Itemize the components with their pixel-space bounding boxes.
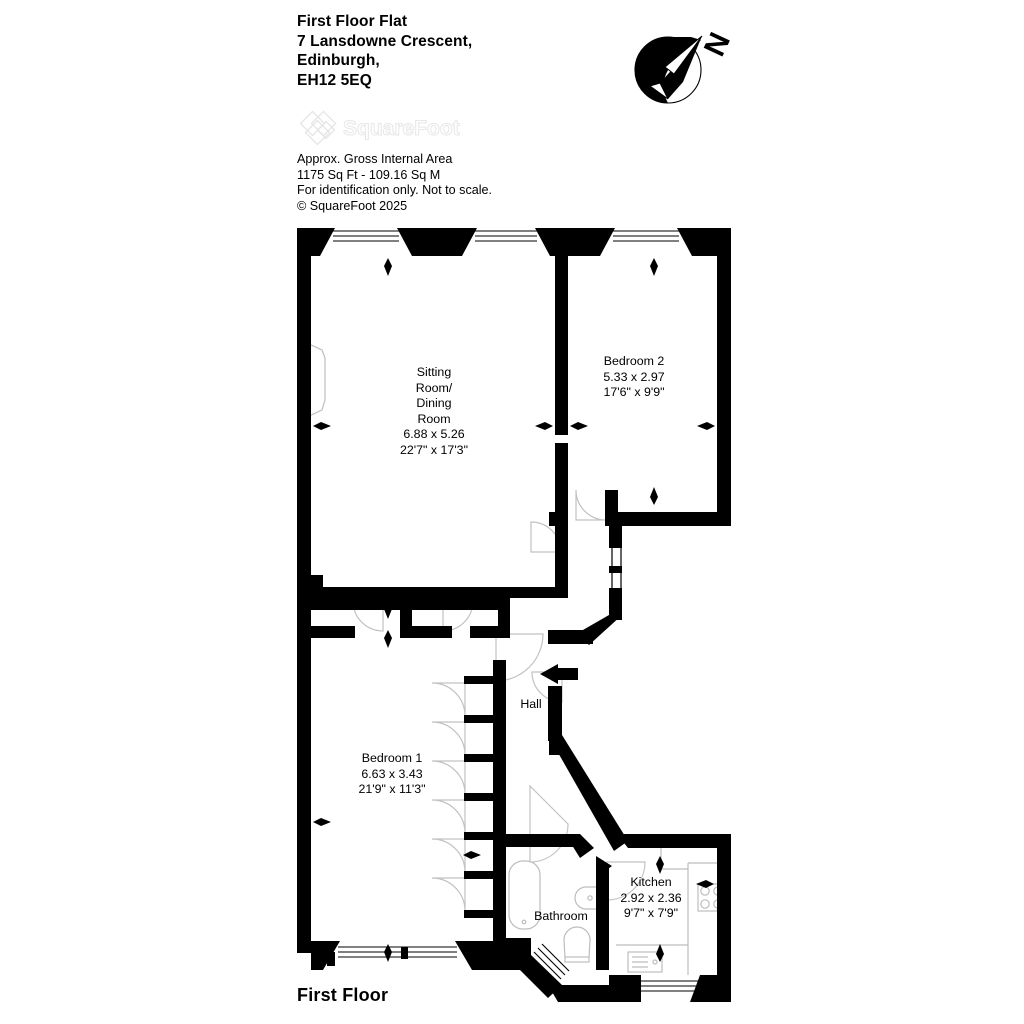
brand-name: SquareFoot bbox=[343, 117, 460, 140]
bed1-metric: 6.63 x 3.43 bbox=[361, 766, 423, 781]
toilet-icon bbox=[563, 926, 591, 959]
door-arc-bathroom bbox=[529, 784, 569, 863]
room-label-bedroom-2: Bedroom 2 5.33 x 2.97 17'6" x 9'9" bbox=[574, 354, 694, 401]
area-notes-block: Approx. Gross Internal Area 1175 Sq Ft -… bbox=[297, 152, 627, 214]
note-area-values: 1175 Sq Ft - 109.16 Sq M bbox=[297, 167, 441, 182]
door-arc-cupboard-2 bbox=[431, 721, 466, 756]
note-copyright: © SquareFoot 2025 bbox=[297, 198, 408, 213]
note-disclaimer: For identification only. Not to scale. bbox=[297, 183, 493, 198]
door-arc-cupboard-5 bbox=[431, 838, 466, 873]
fireplace-recess-icon bbox=[308, 343, 326, 417]
address-line-3: Edinburgh, bbox=[297, 52, 380, 69]
diamond-lattice-icon bbox=[299, 110, 337, 146]
address-line-2: 7 Lansdowne Crescent, bbox=[297, 32, 473, 50]
address-line-4: EH12 5EQ bbox=[297, 71, 372, 89]
sitting-metric: 6.88 x 5.26 bbox=[403, 427, 465, 442]
bed2-metric: 5.33 x 2.97 bbox=[603, 369, 665, 384]
door-arc-kitchen bbox=[606, 861, 646, 901]
entrance-arrow-head bbox=[540, 664, 558, 684]
address-line-1: First Floor Flat bbox=[297, 13, 408, 30]
sitting-name-2: Room/ bbox=[415, 380, 453, 395]
bed1-name: Bedroom 1 bbox=[361, 751, 423, 765]
wall-group bbox=[297, 228, 731, 1002]
entrance-arrow-icon bbox=[555, 668, 578, 680]
sitting-name-1: Sitting bbox=[416, 365, 452, 379]
kitchen-name: Kitchen bbox=[630, 875, 672, 889]
bed1-imperial: 21'9" x 11'3" bbox=[358, 782, 426, 797]
room-label-kitchen: Kitchen 2.92 x 2.36 9'7" x 7'9" bbox=[600, 875, 702, 922]
dimension-ticks bbox=[313, 258, 715, 962]
sitting-name-4: Room bbox=[417, 411, 451, 426]
floor-caption: First Floor bbox=[297, 985, 389, 1005]
bed2-imperial: 17'6" x 9'9" bbox=[603, 385, 665, 400]
room-label-bathroom: Bathroom bbox=[512, 909, 610, 925]
compass-north-icon: N bbox=[628, 14, 736, 110]
kitchen-imperial: 9'7" x 7'9" bbox=[623, 906, 679, 921]
hall-name: Hall bbox=[520, 697, 542, 711]
sitting-imperial: 22'7" x 17'3" bbox=[400, 442, 468, 457]
bath-name: Bathroom bbox=[534, 909, 588, 923]
note-gross-area-title: Approx. Gross Internal Area bbox=[297, 152, 453, 166]
sitting-name-3: Dining bbox=[416, 396, 452, 411]
kitchen-metric: 2.92 x 2.36 bbox=[620, 890, 682, 905]
door-arc-cupboard-4 bbox=[431, 799, 466, 834]
squarefoot-logo: SquareFoot bbox=[296, 109, 496, 147]
room-label-sitting-room: Sitting Room/ Dining Room 6.88 x 5.26 22… bbox=[374, 365, 494, 459]
door-arc-cupboard-1 bbox=[431, 682, 466, 717]
door-arc-cupboard-6 bbox=[431, 877, 466, 912]
room-label-hall: Hall bbox=[500, 697, 562, 713]
bed2-name: Bedroom 2 bbox=[603, 354, 665, 368]
door-arc-bedroom2 bbox=[575, 489, 607, 521]
wash-basin-icon bbox=[574, 886, 598, 910]
door-arc-cupboard-3 bbox=[431, 760, 466, 795]
room-label-bedroom-1: Bedroom 1 6.63 x 3.43 21'9" x 11'3" bbox=[306, 751, 478, 798]
property-address-block: First Floor Flat 7 Lansdowne Crescent, E… bbox=[297, 12, 677, 90]
bath-icon bbox=[508, 860, 541, 930]
